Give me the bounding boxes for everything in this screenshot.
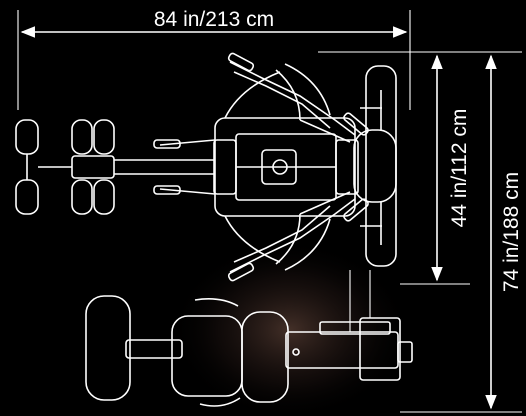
side-seat-pad [85, 295, 131, 401]
depth-label: 44 in/112 cm [448, 109, 471, 228]
central-frame [213, 71, 359, 263]
width-dimension: 84 in/213 cm [17, 8, 411, 110]
side-upper-rail [319, 321, 391, 335]
machine-top-view [15, 52, 397, 282]
background-glow [170, 240, 410, 416]
side-end-cap [397, 341, 413, 363]
side-handle-top [194, 298, 239, 307]
height-label: 74 in/188 cm [500, 172, 523, 292]
height-dimension: 74 in/188 cm [400, 51, 523, 413]
width-label: 84 in/213 cm [154, 8, 274, 31]
side-knob [292, 348, 300, 356]
machine-side-view [85, 270, 413, 407]
press-arm-bottom [153, 185, 369, 282]
side-handle-bottom [199, 397, 241, 407]
side-rear-block [359, 317, 401, 381]
depth-dimension: 44 in/112 cm [318, 51, 471, 285]
press-arm-top [153, 52, 369, 149]
back-pad [353, 65, 397, 267]
side-beam-left [125, 339, 183, 359]
side-backrest [241, 311, 289, 403]
foot-rollers [15, 119, 215, 215]
